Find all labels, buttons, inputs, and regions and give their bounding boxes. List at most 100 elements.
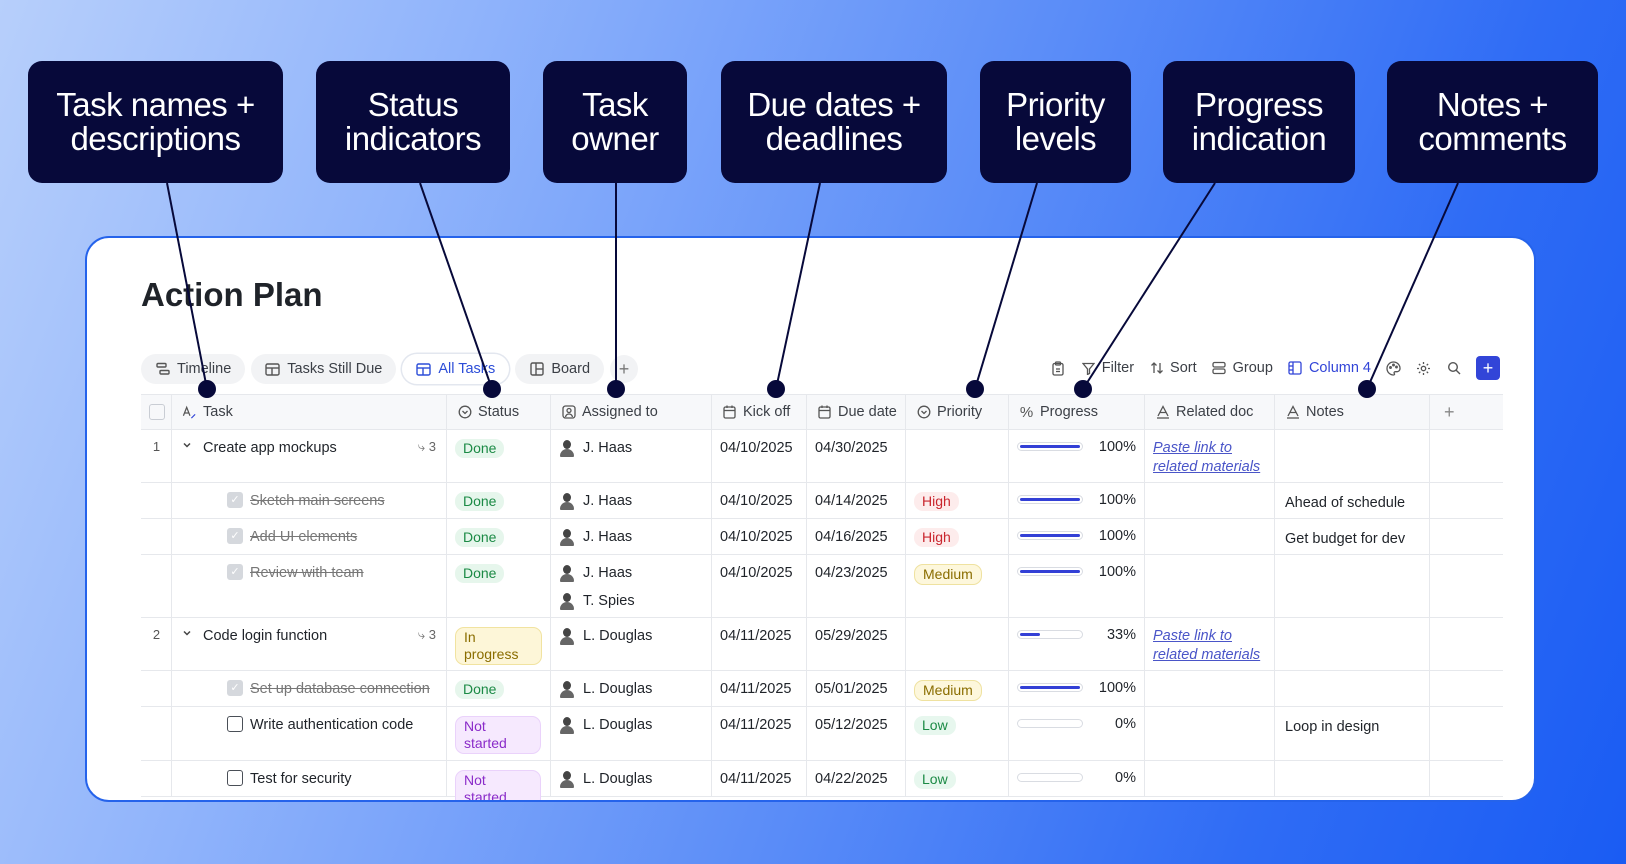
header-related-doc[interactable]: Related doc bbox=[1145, 395, 1275, 429]
related-doc-link[interactable]: Paste link to related materials bbox=[1153, 440, 1261, 475]
task-cell[interactable]: Code login function⤷ 3 bbox=[172, 618, 447, 670]
palette-icon[interactable] bbox=[1386, 360, 1401, 376]
assigned-cell[interactable]: J. Haas bbox=[551, 519, 712, 554]
chevron-down-icon[interactable] bbox=[182, 627, 192, 641]
priority-cell[interactable] bbox=[906, 430, 1009, 482]
task-cell[interactable]: ✓Review with team bbox=[172, 555, 447, 617]
task-cell[interactable]: Write authentication code bbox=[172, 707, 447, 760]
due-date-cell[interactable]: 04/23/2025 bbox=[807, 555, 906, 617]
priority-cell[interactable]: Medium bbox=[906, 671, 1009, 706]
assigned-cell[interactable]: L. Douglas bbox=[551, 671, 712, 706]
kickoff-cell[interactable]: 04/11/2025 bbox=[712, 618, 807, 670]
due-date-cell[interactable]: 04/30/2025 bbox=[807, 430, 906, 482]
related-doc-cell[interactable] bbox=[1145, 761, 1275, 796]
task-cell[interactable]: ✓Add UI elements bbox=[172, 519, 447, 554]
header-kick-off[interactable]: Kick off bbox=[712, 395, 807, 429]
priority-cell[interactable]: Low bbox=[906, 761, 1009, 796]
status-cell[interactable]: Not started bbox=[447, 761, 551, 800]
task-checkbox[interactable]: ✓ bbox=[227, 528, 243, 544]
due-date-cell[interactable]: 05/01/2025 bbox=[807, 671, 906, 706]
tab-timeline[interactable]: Timeline bbox=[141, 354, 246, 384]
notes-cell[interactable] bbox=[1275, 671, 1430, 706]
header-progress[interactable]: %Progress bbox=[1009, 395, 1145, 429]
notes-cell[interactable] bbox=[1275, 761, 1430, 796]
add-column-button[interactable]: + bbox=[1430, 395, 1503, 429]
due-date-cell[interactable]: 04/22/2025 bbox=[807, 761, 906, 796]
filter-button[interactable]: Filter bbox=[1081, 360, 1134, 376]
tab-board[interactable]: Board bbox=[515, 354, 605, 384]
task-checkbox[interactable]: ✓ bbox=[227, 492, 243, 508]
task-checkbox[interactable] bbox=[227, 716, 243, 732]
kickoff-cell[interactable]: 04/10/2025 bbox=[712, 430, 807, 482]
header-assigned-to[interactable]: Assigned to bbox=[551, 395, 712, 429]
task-cell[interactable]: Test for security bbox=[172, 761, 447, 796]
related-doc-cell[interactable] bbox=[1145, 483, 1275, 518]
task-cell[interactable]: Create app mockups⤷ 3 bbox=[172, 430, 447, 482]
chevron-down-icon[interactable] bbox=[182, 439, 192, 453]
kickoff-cell[interactable]: 04/10/2025 bbox=[712, 483, 807, 518]
task-checkbox[interactable] bbox=[227, 770, 243, 786]
group-button[interactable]: Group bbox=[1212, 360, 1273, 376]
related-doc-cell[interactable]: Paste link to related materials bbox=[1145, 430, 1275, 482]
priority-cell[interactable]: High bbox=[906, 519, 1009, 554]
status-cell[interactable]: Done bbox=[447, 483, 551, 518]
related-doc-cell[interactable] bbox=[1145, 671, 1275, 706]
clipboard-icon[interactable] bbox=[1051, 360, 1066, 376]
assigned-cell[interactable]: J. Haas bbox=[551, 483, 712, 518]
due-date-cell[interactable]: 05/29/2025 bbox=[807, 618, 906, 670]
assigned-cell[interactable]: L. Douglas bbox=[551, 707, 712, 760]
select-all-checkbox[interactable] bbox=[149, 404, 165, 420]
related-doc-cell[interactable]: Paste link to related materials bbox=[1145, 618, 1275, 670]
header-status[interactable]: Status bbox=[447, 395, 551, 429]
status-cell[interactable]: Not started bbox=[447, 707, 551, 760]
related-doc-cell[interactable] bbox=[1145, 707, 1275, 760]
notes-cell[interactable]: Loop in design bbox=[1275, 707, 1430, 760]
header-select-all[interactable] bbox=[141, 395, 172, 429]
task-cell[interactable]: ✓Set up database connection bbox=[172, 671, 447, 706]
add-view-button[interactable]: + bbox=[610, 355, 639, 383]
priority-cell[interactable] bbox=[906, 618, 1009, 670]
notes-cell[interactable] bbox=[1275, 618, 1430, 670]
sort-button[interactable]: Sort bbox=[1149, 360, 1197, 376]
tab-all-tasks[interactable]: All Tasks bbox=[402, 354, 510, 384]
notes-cell[interactable] bbox=[1275, 555, 1430, 617]
priority-cell[interactable]: Low bbox=[906, 707, 1009, 760]
due-date-cell[interactable]: 04/16/2025 bbox=[807, 519, 906, 554]
status-cell[interactable]: Done bbox=[447, 555, 551, 617]
notes-cell[interactable]: Get budget for dev bbox=[1275, 519, 1430, 554]
add-record-button[interactable]: + bbox=[1476, 356, 1500, 380]
task-cell[interactable]: ✓Sketch main screens bbox=[172, 483, 447, 518]
kickoff-cell[interactable]: 04/11/2025 bbox=[712, 707, 807, 760]
kickoff-cell[interactable]: 04/11/2025 bbox=[712, 671, 807, 706]
header-priority[interactable]: Priority bbox=[906, 395, 1009, 429]
tab-tasks-still-due[interactable]: Tasks Still Due bbox=[251, 354, 397, 384]
header-due-date[interactable]: Due date bbox=[807, 395, 906, 429]
task-checkbox[interactable]: ✓ bbox=[227, 680, 243, 696]
task-checkbox[interactable]: ✓ bbox=[227, 564, 243, 580]
status-cell[interactable]: Done bbox=[447, 671, 551, 706]
related-doc-link[interactable]: Paste link to related materials bbox=[1153, 628, 1261, 663]
notes-cell[interactable] bbox=[1275, 430, 1430, 482]
kickoff-cell[interactable]: 04/10/2025 bbox=[712, 555, 807, 617]
kickoff-cell[interactable]: 04/11/2025 bbox=[712, 761, 807, 796]
assigned-cell[interactable]: L. Douglas bbox=[551, 618, 712, 670]
kickoff-cell[interactable]: 04/10/2025 bbox=[712, 519, 807, 554]
priority-cell[interactable]: Medium bbox=[906, 555, 1009, 617]
related-doc-cell[interactable] bbox=[1145, 519, 1275, 554]
status-cell[interactable]: Done bbox=[447, 519, 551, 554]
gear-icon[interactable] bbox=[1416, 361, 1431, 376]
header-notes[interactable]: Notes bbox=[1275, 395, 1430, 429]
search-icon[interactable] bbox=[1446, 361, 1461, 376]
due-date-cell[interactable]: 05/12/2025 bbox=[807, 707, 906, 760]
related-doc-cell[interactable] bbox=[1145, 555, 1275, 617]
due-date-cell[interactable]: 04/14/2025 bbox=[807, 483, 906, 518]
assigned-cell[interactable]: L. Douglas bbox=[551, 761, 712, 796]
